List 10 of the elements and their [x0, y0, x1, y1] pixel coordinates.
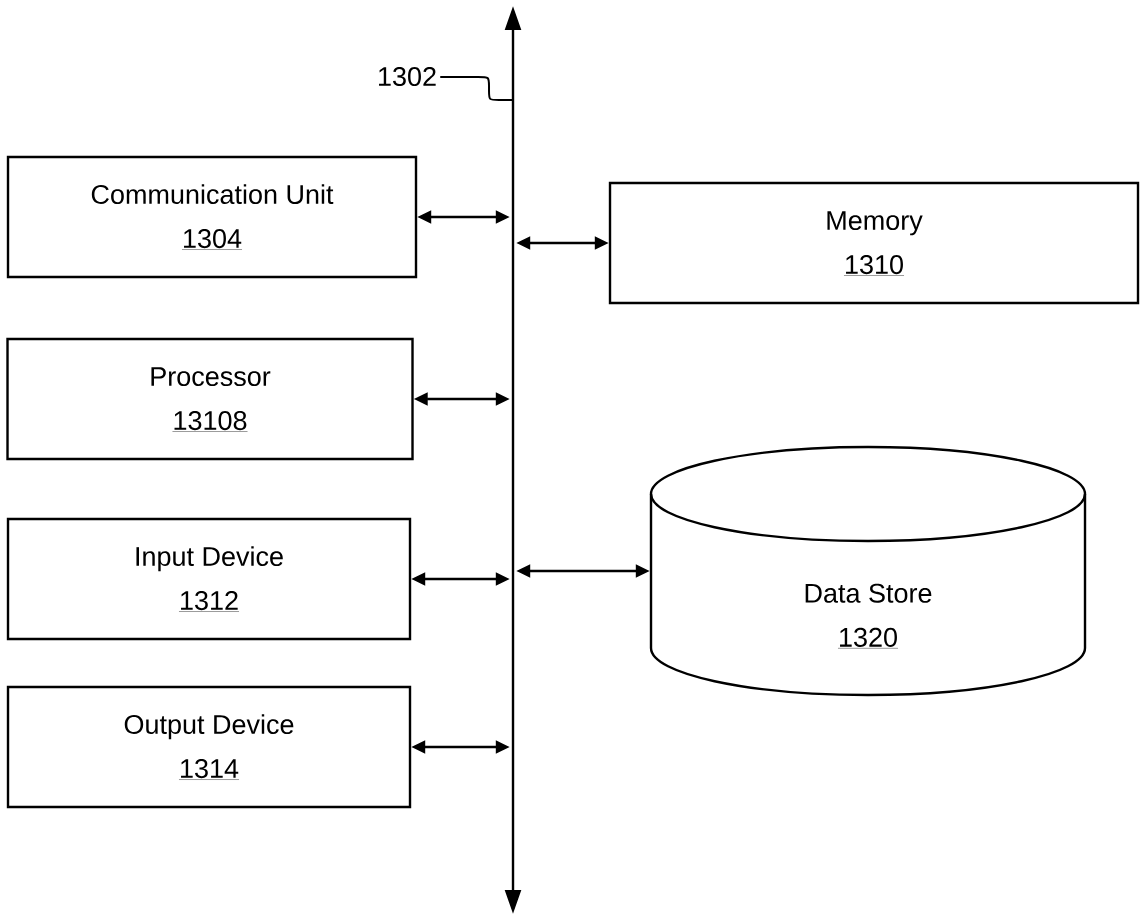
- component-box: Input Device 1312: [6, 517, 412, 641]
- leader-line: [439, 76, 514, 101]
- component-box: Processor 13108: [6, 337, 414, 461]
- component-box: Communication Unit 1304: [6, 155, 418, 279]
- data-store-cylinder: Data Store 1320: [649, 445, 1087, 697]
- node-label: 1320: [840, 627, 897, 647]
- component-box: Memory 1310: [608, 181, 1140, 305]
- component-box: Output Device 1314: [6, 685, 412, 809]
- node-label: Data Store: [805, 583, 932, 603]
- reference-number: 1302: [379, 66, 436, 87]
